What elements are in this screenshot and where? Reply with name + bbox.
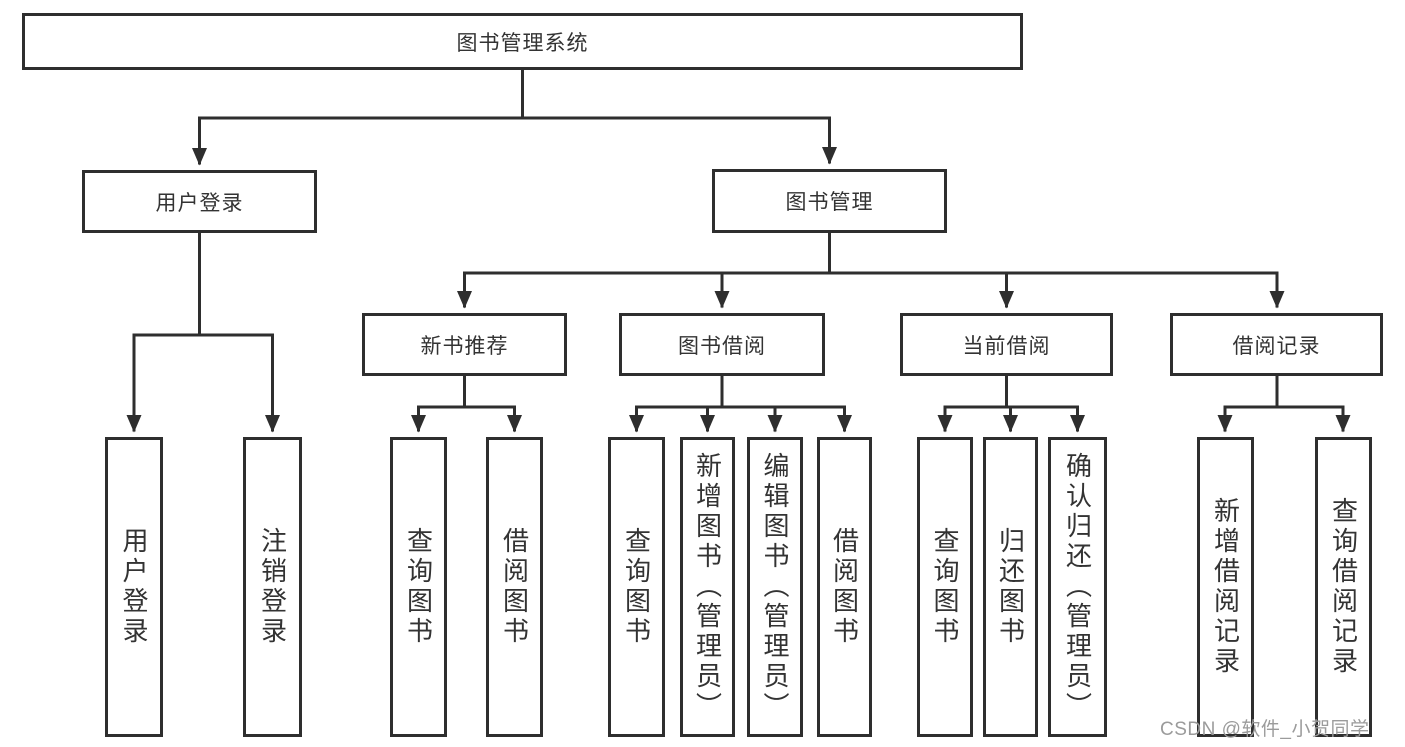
leaf-query-books-recommend: 查询图书: [390, 437, 447, 737]
leaf-edit-books-admin: 编辑图书（管理员）: [747, 437, 803, 737]
leaf-user-login: 用户登录: [105, 437, 163, 737]
node-library-management-system: 图书管理系统: [22, 13, 1023, 70]
node-new-book-recommendation: 新书推荐: [362, 313, 567, 376]
leaf-query-borrow-record: 查询借阅记录: [1315, 437, 1372, 737]
leaf-logout: 注销登录: [243, 437, 302, 737]
leaf-add-books-admin: 新增图书（管理员）: [680, 437, 735, 737]
leaf-query-books-borrow: 查询图书: [608, 437, 665, 737]
leaf-return-books: 归还图书: [983, 437, 1038, 737]
leaf-add-borrow-record: 新增借阅记录: [1197, 437, 1254, 737]
node-borrowing-records: 借阅记录: [1170, 313, 1383, 376]
node-book-management: 图书管理: [712, 169, 947, 233]
csdn-watermark: CSDN @软件_小贺同学: [1160, 719, 1370, 740]
node-current-borrowing: 当前借阅: [900, 313, 1113, 376]
node-user-login: 用户登录: [82, 170, 317, 233]
leaf-borrow-books-recommend: 借阅图书: [486, 437, 543, 737]
leaf-borrow-books: 借阅图书: [817, 437, 872, 737]
node-book-borrowing: 图书借阅: [619, 313, 825, 376]
leaf-confirm-return-admin: 确认归还（管理员）: [1048, 437, 1107, 737]
leaf-query-books-current: 查询图书: [917, 437, 973, 737]
